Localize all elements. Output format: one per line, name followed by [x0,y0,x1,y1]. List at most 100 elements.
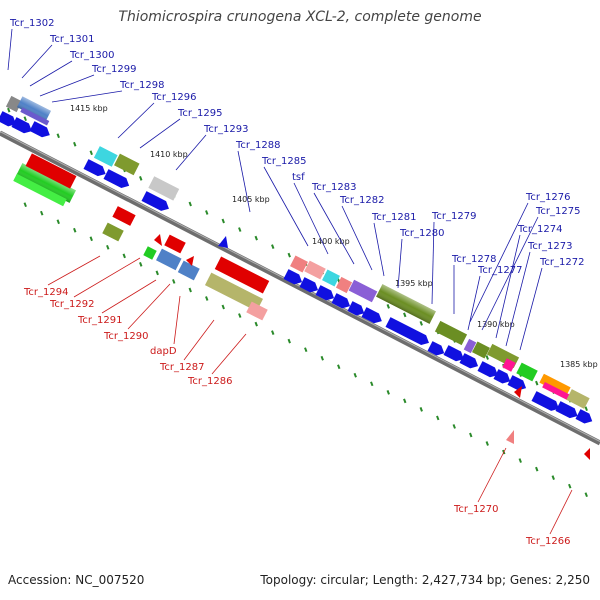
svg-text:Tcr_1299: Tcr_1299 [91,64,136,75]
forward-gene-label: Tcr_1298 [51,80,164,103]
forward-gene-label: Tcr_1283 [311,182,356,265]
kbp-label-1400: 1400 kbp [312,237,350,246]
forward-gene-label: Tcr_1293 [175,124,248,171]
tick-mark [353,372,357,378]
tick-mark [205,210,209,215]
svg-text:Tcr_1275: Tcr_1275 [535,206,580,217]
tick-mark [122,253,126,259]
tick-mark [188,201,192,207]
svg-text:Tcr_1273: Tcr_1273 [527,241,572,252]
forward-gene-labels: Tcr_1302Tcr_1301Tcr_1300Tcr_1299Tcr_1298… [7,18,584,351]
reverse-gene-label: Tcr_1292 [49,257,141,310]
tick-mark [205,296,209,301]
svg-text:Tcr_1290: Tcr_1290 [103,331,148,342]
svg-text:Tcr_1302: Tcr_1302 [9,18,54,29]
tick-mark [73,141,77,147]
svg-text:Tcr_1286: Tcr_1286 [187,376,232,387]
tick-mark [106,244,110,250]
reverse-arrow [514,386,522,398]
forward-gene-label: Tcr_1278 [451,254,496,314]
feature-block [566,389,590,409]
cds-arrow [555,401,578,419]
tick-mark [518,458,522,463]
tick-mark [188,287,192,293]
feature-block [434,320,468,346]
kbp-label-1410: 1410 kbp [150,150,188,159]
kbp-label-1405: 1405 kbp [232,195,270,204]
cds-arrow [477,361,498,378]
forward-gene-label: Tcr_1277 [467,265,522,331]
tick-mark [73,227,77,233]
svg-text:Tcr_1274: Tcr_1274 [517,224,562,235]
feature-block [204,272,264,312]
forward-gene-label: Tcr_1276 [469,192,570,323]
reverse-arrow [186,256,194,266]
tick-mark [287,252,291,258]
cds-arrow [11,117,32,134]
svg-text:Tcr_1277: Tcr_1277 [477,265,522,276]
tick-mark [89,150,93,156]
feature-block [25,153,77,189]
feature-blocks-lower [13,153,270,321]
svg-text:Tcr_1266: Tcr_1266 [525,536,570,547]
reverse-gene-label: Tcr_1266 [525,489,573,547]
feature-block [93,146,118,167]
tick-mark [56,219,60,225]
feature-block [463,338,477,354]
feature-block [335,276,353,294]
tick-mark [403,312,407,318]
tick-mark [386,303,390,309]
kbp-label-1395: 1395 kbp [395,279,433,288]
svg-text:dapD: dapD [150,346,177,357]
reverse-arrow [154,234,162,246]
cds-arrow [385,317,429,346]
forward-gene-label: Tcr_1279 [431,211,476,305]
forward-gene-label: Tcr_1280 [397,228,444,289]
tick-mark [271,244,275,249]
feature-block [13,173,67,207]
svg-text:Tcr_1294: Tcr_1294 [23,287,68,298]
tick-mark [287,338,291,344]
cds-arrow [531,391,559,411]
cds-arrow [29,121,50,138]
forward-gene-label: Tcr_1300 [29,50,114,87]
svg-text:Tcr_1278: Tcr_1278 [451,254,496,265]
svg-text:Tcr_1287: Tcr_1287 [159,362,204,373]
forward-gene-label: Tcr_1281 [371,212,416,277]
svg-text:Tcr_1283: Tcr_1283 [311,182,356,193]
forward-gene-label: Tcr_1288 [235,140,280,213]
tick-mark [254,321,258,327]
reverse-gene-labels: Tcr_1294Tcr_1292Tcr_1291Tcr_1290dapDTcr_… [23,255,573,547]
cds-arrow [347,301,365,316]
forward-gene-label: Tcr_1282 [339,195,384,271]
tick-mark [452,424,456,429]
svg-text:Tcr_1280: Tcr_1280 [399,228,444,239]
reverse-gene-label: Tcr_1270 [453,447,507,515]
feature-block [472,341,490,359]
tick-mark [419,321,423,326]
svg-text:Tcr_1285: Tcr_1285 [261,156,306,167]
svg-text:Tcr_1292: Tcr_1292 [49,299,94,310]
tick-mark [40,210,44,216]
cds-arrow [103,169,130,188]
tick-mark [271,330,275,335]
tick-mark [238,313,242,318]
cds-arrow [575,409,593,424]
tick-mark [320,355,324,361]
reverse-gene-label: Tcr_1287 [159,319,215,373]
tick-mark [7,107,11,113]
reverse-arrows [154,234,590,460]
forward-gene-label: Tcr_1274 [495,224,562,339]
cds-arrow [83,159,106,177]
forward-gene-label: Tcr_1302 [7,18,54,71]
reverse-arrow [506,430,514,444]
map-title: Thiomicrospira crunogena XCL-2, complete… [118,9,482,25]
tick-mark [89,236,93,242]
feature-block [214,256,270,294]
cds-arrow [283,269,303,285]
svg-text:Tcr_1300: Tcr_1300 [69,50,114,61]
feature-block [114,153,140,176]
cds-arrow [427,341,445,356]
tick-mark [568,483,572,489]
